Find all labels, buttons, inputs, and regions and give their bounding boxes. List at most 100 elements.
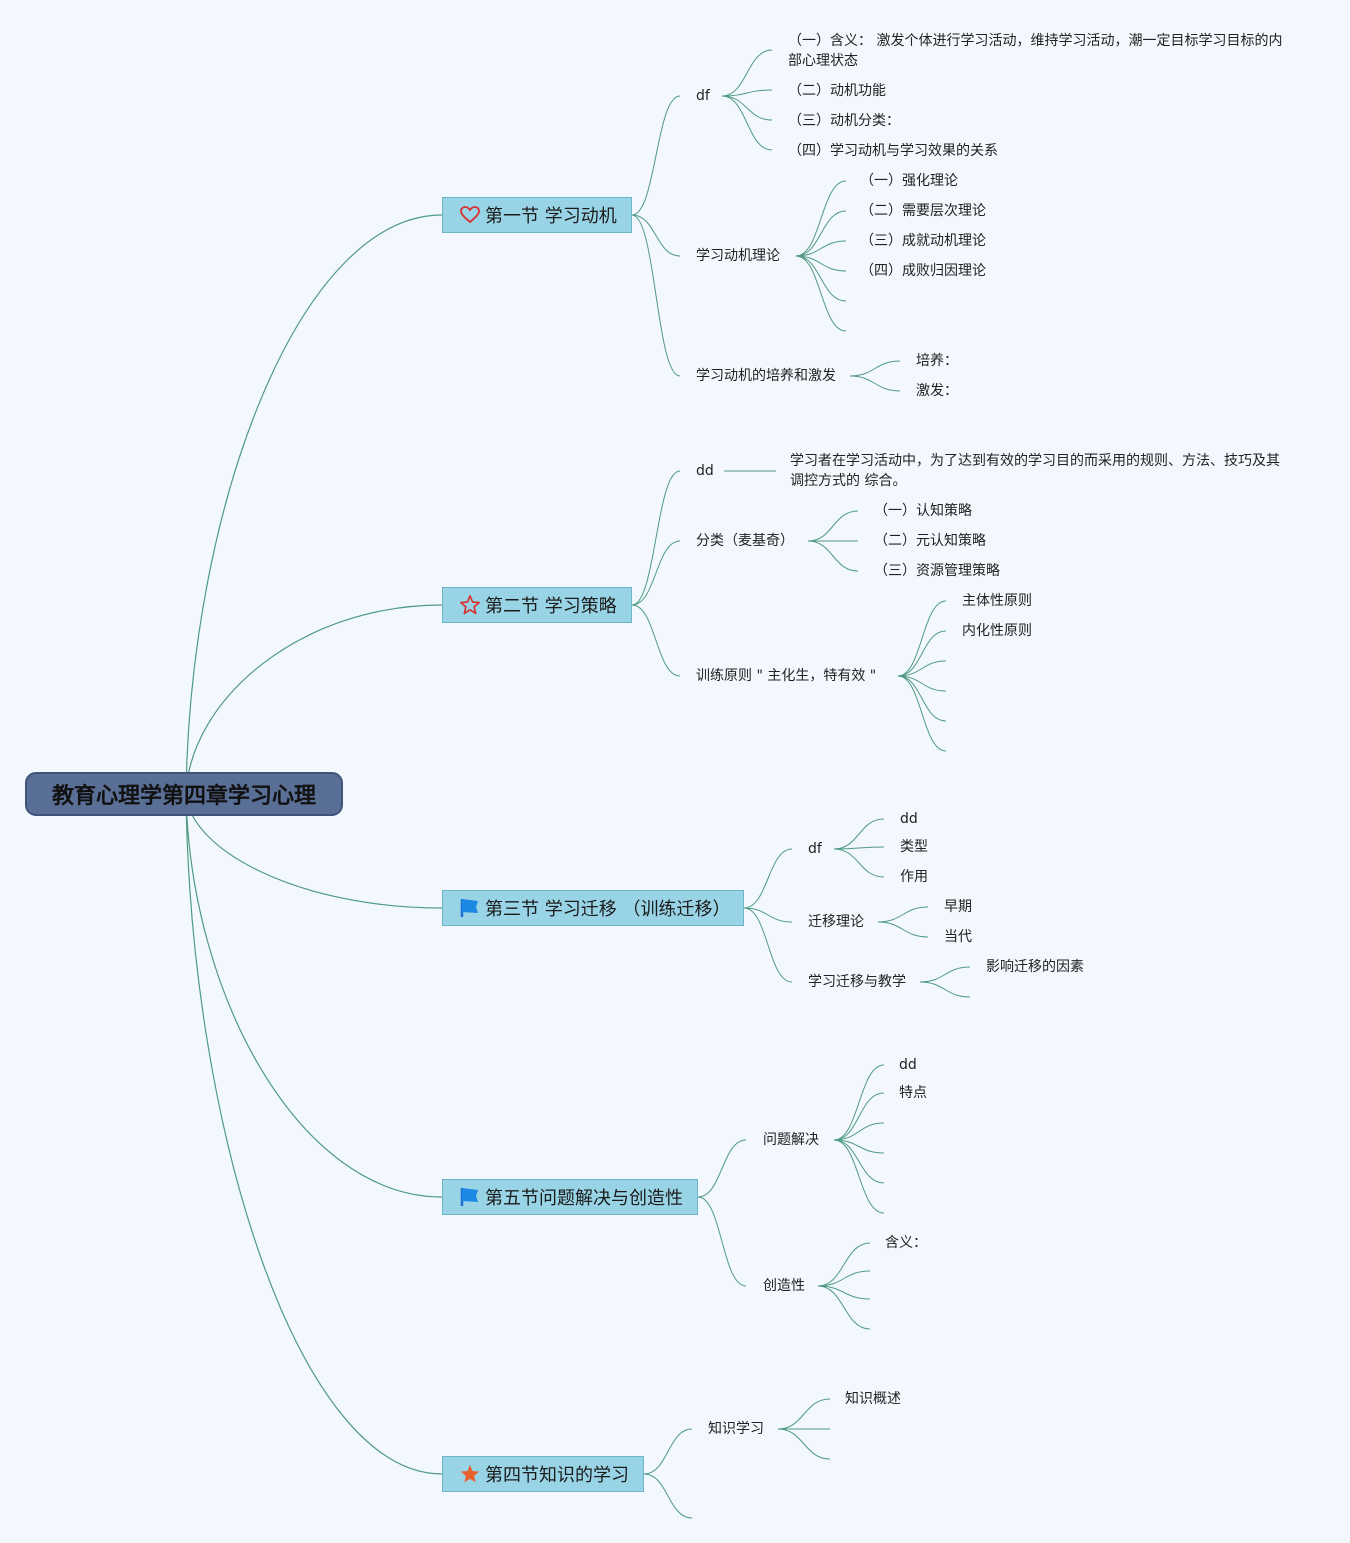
topic-s1-df-item[interactable]: （三）动机分类： — [788, 113, 900, 129]
section-4-label: 第四节知识的学习 — [485, 1465, 629, 1486]
connector-curve — [795, 180, 847, 257]
connector-curve — [721, 95, 773, 121]
section-5-node[interactable]: 第五节问题解决与创造性 — [442, 1179, 698, 1215]
connector-curve — [743, 907, 793, 923]
connector-curve — [807, 540, 859, 572]
connector-curve — [817, 1285, 871, 1300]
connector-curve — [817, 1285, 871, 1330]
connector-curve — [185, 604, 443, 795]
connector-curve — [833, 1139, 885, 1184]
connector-curve — [833, 1064, 885, 1141]
topic-s2-dd[interactable]: dd — [696, 463, 714, 479]
topic-s1-cultivate-item[interactable]: 培养： — [916, 353, 958, 369]
connector-curve — [631, 214, 681, 377]
topic-s1-cultivate-item[interactable]: 激发： — [916, 383, 958, 399]
topic-s3-theory-item[interactable]: 当代 — [944, 929, 972, 945]
topic-s3-teaching-item[interactable]: 影响迁移的因素 — [986, 959, 1084, 975]
star-outline-icon — [459, 594, 481, 616]
topic-s3-df-item[interactable]: 类型 — [900, 839, 928, 855]
topic-s1-df-item[interactable]: （一）含义： 激发个体进行学习活动，维持学习活动，潮一定目标学习目标的内部心理状… — [788, 33, 1283, 69]
connector-curve — [849, 375, 901, 392]
topic-s2-dd-text[interactable]: 学习者在学习活动中，为了达到有效的学习目的而采用的规则、方法、技巧及其调控方式的… — [790, 453, 1280, 489]
topic-s1-theory-item[interactable]: （四）成败归因理论 — [860, 263, 986, 279]
flag-icon — [459, 897, 481, 919]
topic-s1-theory-item[interactable]: （一）强化理论 — [860, 173, 958, 189]
connector-curve — [807, 510, 859, 542]
topic-s1-df[interactable]: df — [696, 88, 710, 104]
topic-s3-teaching[interactable]: 学习迁移与教学 — [808, 974, 906, 990]
topic-s3-df-item[interactable]: dd — [900, 811, 918, 827]
connector-curve — [631, 470, 681, 606]
topic-s1-theory-item[interactable]: （二）需要层次理论 — [860, 203, 986, 219]
topic-s3-theory[interactable]: 迁移理论 — [808, 914, 864, 930]
section-1-node[interactable]: 第一节 学习动机 — [442, 197, 632, 233]
connector-curve — [777, 1428, 831, 1460]
root-topic-label: 教育心理学第四章学习心理 — [51, 784, 316, 809]
connector-curve — [833, 1122, 885, 1141]
connector-curve — [643, 1428, 693, 1475]
topic-s1-df-item[interactable]: （四）学习动机与学习效果的关系 — [788, 143, 998, 159]
topic-s1-df-item[interactable]: （二）动机功能 — [788, 83, 886, 99]
heart-icon — [459, 204, 481, 226]
connector-curve — [877, 921, 929, 938]
topic-s5-creativity-item[interactable]: 含义： — [885, 1235, 927, 1251]
topic-s2-principle-item[interactable]: 主体性原则 — [962, 593, 1032, 609]
topic-s5-creativity[interactable]: 创造性 — [763, 1278, 805, 1294]
connector-curve — [833, 1092, 885, 1141]
connector-curve — [849, 360, 901, 377]
topic-s2-principle[interactable]: 训练原则 " 主化生，特有效 " — [696, 668, 877, 684]
section-3-label: 第三节 学习迁移 （训练迁移） — [485, 899, 731, 920]
connector-curve — [697, 1139, 747, 1198]
connector-curve — [897, 630, 947, 677]
topic-s2-classify-item[interactable]: （二）元认知策略 — [874, 533, 986, 549]
connector-curve — [795, 255, 847, 302]
connector-curve — [919, 981, 971, 998]
topic-s3-theory-item[interactable]: 早期 — [944, 899, 972, 915]
connector-curve — [721, 95, 773, 151]
topic-s5-problem-item[interactable]: 特点 — [899, 1085, 927, 1101]
connector-curve — [185, 793, 443, 1198]
section-2-label: 第二节 学习策略 — [485, 596, 617, 617]
section-4-node[interactable]: 第四节知识的学习 — [442, 1456, 644, 1492]
section-3-node[interactable]: 第三节 学习迁移 （训练迁移） — [442, 890, 744, 926]
topic-s2-classify-item[interactable]: （三）资源管理策略 — [874, 563, 1000, 579]
connector-curve — [897, 675, 947, 752]
section-5-label: 第五节问题解决与创造性 — [485, 1188, 683, 1209]
connector-curve — [721, 49, 773, 97]
connector-curve — [919, 966, 971, 983]
topic-s4-knowledge[interactable]: 知识学习 — [708, 1421, 764, 1437]
topic-s2-classify[interactable]: 分类（麦基奇） — [696, 533, 794, 549]
topic-s5-problem[interactable]: 问题解决 — [763, 1132, 819, 1148]
connector-curve — [631, 604, 681, 677]
connector-curve — [897, 600, 947, 677]
section-1-label: 第一节 学习动机 — [485, 206, 617, 227]
connector-curve — [185, 793, 443, 909]
connector-curve — [795, 240, 847, 257]
topic-s3-df[interactable]: df — [808, 841, 822, 857]
topic-s2-principle-item[interactable]: 内化性原则 — [962, 623, 1032, 639]
flag-icon — [459, 1186, 481, 1208]
connector-curve — [631, 540, 681, 606]
topic-s1-cultivate[interactable]: 学习动机的培养和激发 — [696, 368, 836, 384]
connector-curve — [877, 906, 929, 923]
connector-curve — [795, 255, 847, 332]
connector-curve — [897, 660, 947, 677]
section-2-node[interactable]: 第二节 学习策略 — [442, 587, 632, 623]
topic-s4-knowledge-item[interactable]: 知识概述 — [845, 1391, 901, 1407]
topic-s2-classify-item[interactable]: （一）认知策略 — [874, 503, 972, 519]
connector-curve — [795, 255, 847, 272]
connector-curve — [185, 793, 443, 1475]
connector-curve — [631, 95, 681, 216]
topic-s5-problem-item[interactable]: dd — [899, 1057, 917, 1073]
connector-curve — [697, 1196, 747, 1287]
connector-curve — [721, 89, 773, 97]
connector-curve — [833, 848, 885, 878]
star-filled-icon — [459, 1463, 481, 1485]
root-topic[interactable]: 教育心理学第四章学习心理 — [25, 772, 343, 816]
connector-curve — [185, 214, 443, 795]
topic-s3-df-item[interactable]: 作用 — [900, 869, 928, 885]
topic-s1-theory-item[interactable]: （三）成就动机理论 — [860, 233, 986, 249]
topic-s1-theory[interactable]: 学习动机理论 — [696, 248, 780, 264]
connector-curve — [631, 214, 681, 257]
